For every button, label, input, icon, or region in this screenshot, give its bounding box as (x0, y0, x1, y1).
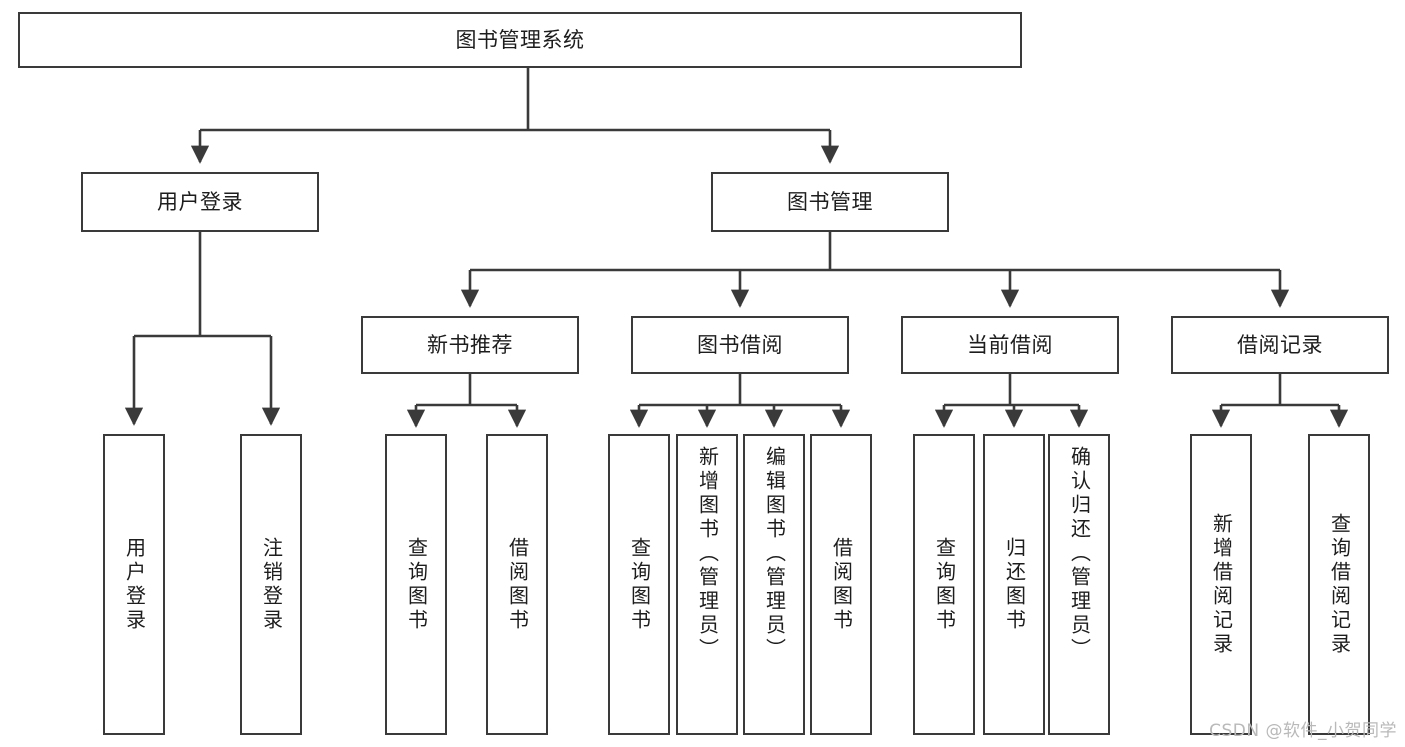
leaf-edit-book-admin-label: 编辑图书（管理员） (762, 446, 787, 662)
leaf-query-borrow-record[interactable]: 查询借阅记录 (1308, 434, 1370, 735)
node-book-management-label: 图书管理 (787, 189, 873, 214)
leaf-query-book-current-label: 查询图书 (932, 536, 957, 633)
leaf-lend-book[interactable]: 借阅图书 (810, 434, 872, 735)
node-user-login[interactable]: 用户登录 (81, 172, 319, 232)
node-current-borrow[interactable]: 当前借阅 (901, 316, 1119, 374)
leaf-query-book-current[interactable]: 查询图书 (913, 434, 975, 735)
node-new-book-recommend[interactable]: 新书推荐 (361, 316, 579, 374)
leaf-user-login[interactable]: 用户登录 (103, 434, 165, 735)
leaf-logout[interactable]: 注销登录 (240, 434, 302, 735)
leaf-add-borrow-record-label: 新增借阅记录 (1209, 512, 1234, 657)
leaf-borrow-book-recommend-label: 借阅图书 (505, 536, 530, 633)
node-book-borrow[interactable]: 图书借阅 (631, 316, 849, 374)
leaf-user-login-label: 用户登录 (122, 536, 147, 633)
leaf-query-book-recommend-label: 查询图书 (404, 536, 429, 633)
node-user-login-label: 用户登录 (157, 189, 243, 214)
node-borrow-records-label: 借阅记录 (1237, 332, 1323, 357)
leaf-confirm-return-admin[interactable]: 确认归还（管理员） (1048, 434, 1110, 735)
node-borrow-records[interactable]: 借阅记录 (1171, 316, 1389, 374)
leaf-logout-label: 注销登录 (259, 536, 284, 633)
leaf-return-book-label: 归还图书 (1002, 536, 1027, 633)
node-book-borrow-label: 图书借阅 (697, 332, 783, 357)
leaf-lend-book-label: 借阅图书 (829, 536, 854, 633)
leaf-return-book[interactable]: 归还图书 (983, 434, 1045, 735)
node-current-borrow-label: 当前借阅 (967, 332, 1053, 357)
leaf-add-book-admin-label: 新增图书（管理员） (695, 446, 720, 662)
leaf-query-book-borrow[interactable]: 查询图书 (608, 434, 670, 735)
node-new-book-recommend-label: 新书推荐 (427, 332, 513, 357)
leaf-query-book-recommend[interactable]: 查询图书 (385, 434, 447, 735)
leaf-confirm-return-admin-label: 确认归还（管理员） (1067, 446, 1092, 662)
leaf-add-book-admin[interactable]: 新增图书（管理员） (676, 434, 738, 735)
leaf-query-borrow-record-label: 查询借阅记录 (1327, 512, 1352, 657)
leaf-borrow-book-recommend[interactable]: 借阅图书 (486, 434, 548, 735)
node-root[interactable]: 图书管理系统 (18, 12, 1022, 68)
leaf-edit-book-admin[interactable]: 编辑图书（管理员） (743, 434, 805, 735)
leaf-add-borrow-record[interactable]: 新增借阅记录 (1190, 434, 1252, 735)
node-root-label: 图书管理系统 (455, 27, 585, 52)
leaf-query-book-borrow-label: 查询图书 (627, 536, 652, 633)
node-book-management[interactable]: 图书管理 (711, 172, 949, 232)
